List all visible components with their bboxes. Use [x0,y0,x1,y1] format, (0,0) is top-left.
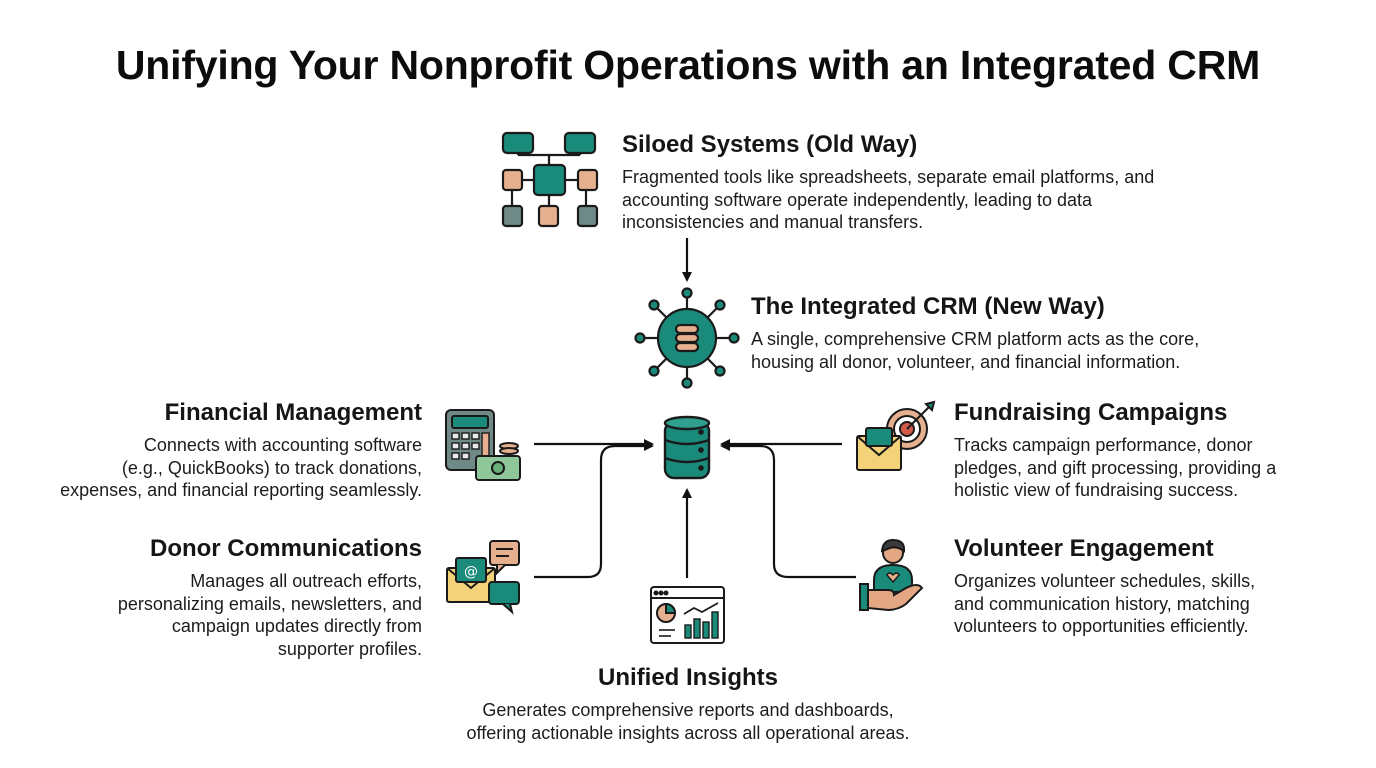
calculator-cash-icon [445,409,521,481]
section-integrated-crm: The Integrated CRM (New Way) A single, c… [751,293,1311,373]
target-envelope-icon [856,400,936,471]
donor-description: Manages all outreach efforts, personaliz… [117,571,422,659]
fundraising-heading: Fundraising Campaigns [954,399,1228,426]
svg-text:@: @ [464,564,478,580]
page-title: Unifying Your Nonprofit Operations with … [115,42,1261,88]
integrated-heading: The Integrated CRM (New Way) [751,293,1105,320]
volunteer-hand-icon [859,538,924,612]
email-chat-icon: @ [446,540,520,615]
section-fundraising-campaigns: Fundraising Campaigns Tracks campaign pe… [954,399,1364,502]
arrow-volunteer-to-core [720,441,856,579]
siloed-heading: Siloed Systems (Old Way) [622,131,918,158]
section-financial-management: Financial Management Connects with accou… [20,399,422,502]
volunteer-heading: Volunteer Engagement [954,535,1214,562]
section-donor-communications: Donor Communications Manages all outreac… [40,535,422,660]
network-boxes-icon [501,131,599,228]
fundraising-description: Tracks campaign performance, donor pledg… [954,435,1277,501]
section-siloed-systems: Siloed Systems (Old Way) Fragmented tool… [622,131,1262,234]
arrow-donor-to-core [534,441,654,579]
connector-arrows [534,238,856,579]
donor-heading: Donor Communications [149,535,422,562]
insights-heading: Unified Insights [598,664,778,691]
central-database-icon [663,415,711,480]
insights-description: Generates comprehensive reports and dash… [466,700,910,743]
database-hub-icon [634,287,740,389]
section-unified-insights: Unified Insights Generates comprehensive… [388,664,988,744]
integrated-description: A single, comprehensive CRM platform act… [751,329,1200,372]
dashboard-chart-icon [650,586,725,644]
section-volunteer-engagement: Volunteer Engagement Organizes volunteer… [954,535,1364,638]
siloed-description: Fragmented tools like spreadsheets, sepa… [622,167,1155,233]
financial-heading: Financial Management [164,399,422,426]
volunteer-description: Organizes volunteer schedules, skills, a… [954,571,1256,637]
financial-description: Connects with accounting software (e.g.,… [60,435,422,501]
